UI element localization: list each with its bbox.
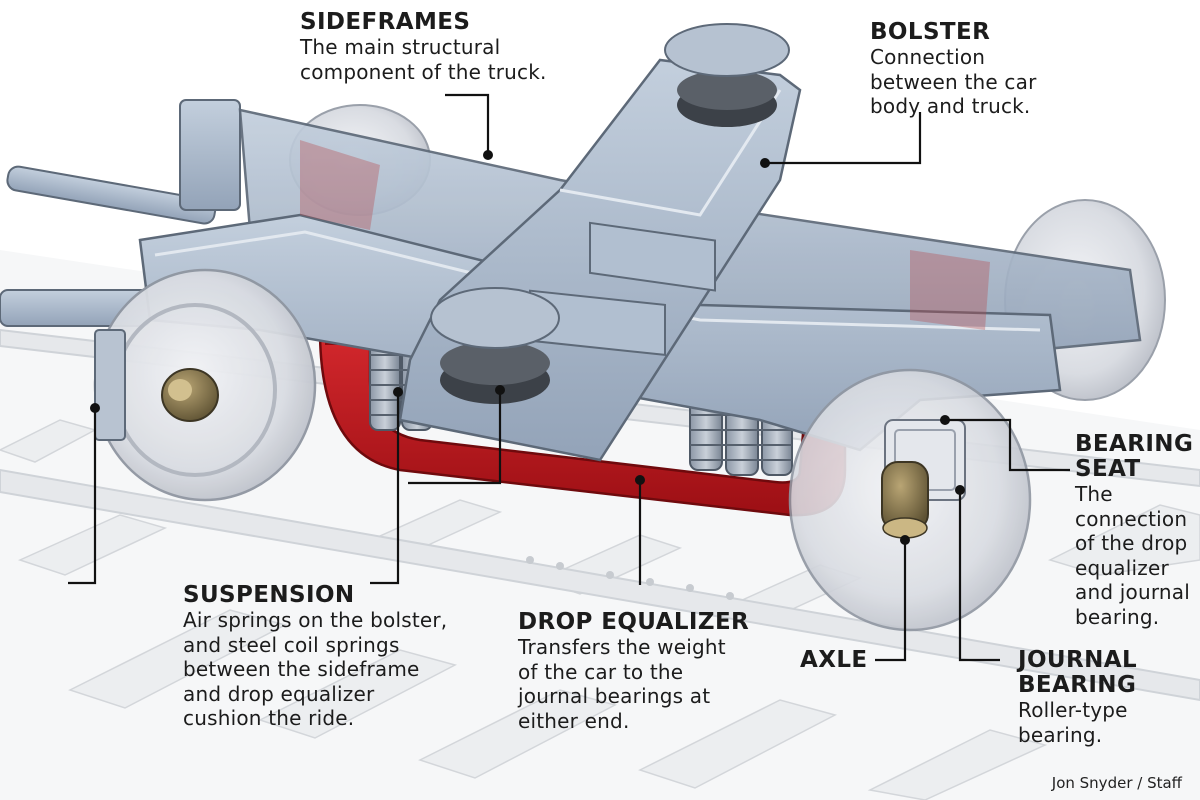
- callout-title: BEARING: [1075, 431, 1194, 457]
- front-right-wheel: [788, 368, 1032, 632]
- callout-line: journal bearings at: [518, 684, 711, 708]
- callout-line: connection: [1075, 506, 1188, 531]
- callout-bolster: BOLSTER Connection between the car body …: [870, 20, 1037, 119]
- photo-credit: Jon Snyder / Staff: [1051, 774, 1182, 792]
- callout-line: bearing.: [1018, 722, 1103, 747]
- callout-title: SUSPENSION: [183, 582, 355, 608]
- callout-line: between the sideframe: [183, 657, 420, 681]
- callout-line: body and truck.: [870, 94, 1031, 118]
- callout-line: and journal: [1075, 580, 1191, 604]
- callout-line: of the car to the: [518, 659, 684, 684]
- callout-title: BEARING: [1018, 672, 1137, 698]
- callout-sideframes: SIDEFRAMES The main structural component…: [300, 10, 547, 84]
- leader-lines: [68, 93, 1070, 662]
- callout-line: Transfers the weight: [518, 635, 726, 659]
- leader-dots: [90, 150, 965, 545]
- callout-title: AXLE: [800, 647, 868, 673]
- callout-title: JOURNAL: [1018, 647, 1138, 673]
- callout-title: DROP EQUALIZER: [518, 609, 750, 635]
- callout-line: The: [1075, 482, 1113, 506]
- callout-line: between the car: [870, 69, 1037, 94]
- callout-drop-equalizer: DROP EQUALIZER Transfers the weight of t…: [518, 610, 749, 733]
- callout-line: and steel coil springs: [183, 632, 400, 657]
- callout-line: bearing.: [1075, 604, 1160, 629]
- callout-line: Air springs on the bolster,: [183, 608, 448, 632]
- callout-line: The main structural: [300, 35, 501, 59]
- callout-axle: AXLE: [800, 648, 868, 673]
- callout-line: Connection: [870, 45, 986, 69]
- front-left-wheel: [93, 268, 317, 502]
- callout-line: and drop equalizer: [183, 681, 375, 706]
- callout-bearing-seat: BEARING SEAT The connection of the drop …: [1075, 432, 1193, 629]
- callout-title: SIDEFRAMES: [300, 9, 471, 35]
- callout-line: of the drop: [1075, 531, 1188, 555]
- callout-title: SEAT: [1075, 456, 1141, 482]
- callout-suspension: SUSPENSION Air springs on the bolster, a…: [183, 583, 447, 731]
- callout-journal-bearing: JOURNAL BEARING Roller-type bearing.: [1018, 648, 1137, 747]
- brake-rigging: [0, 99, 241, 327]
- callout-line: either end.: [518, 708, 630, 733]
- air-springs: [430, 23, 790, 404]
- callout-line: equalizer: [1075, 555, 1169, 580]
- callout-line: cushion the ride.: [183, 706, 355, 730]
- callout-line: component of the truck.: [300, 59, 547, 84]
- callout-title: BOLSTER: [870, 19, 991, 45]
- callout-line: Roller-type: [1018, 698, 1128, 722]
